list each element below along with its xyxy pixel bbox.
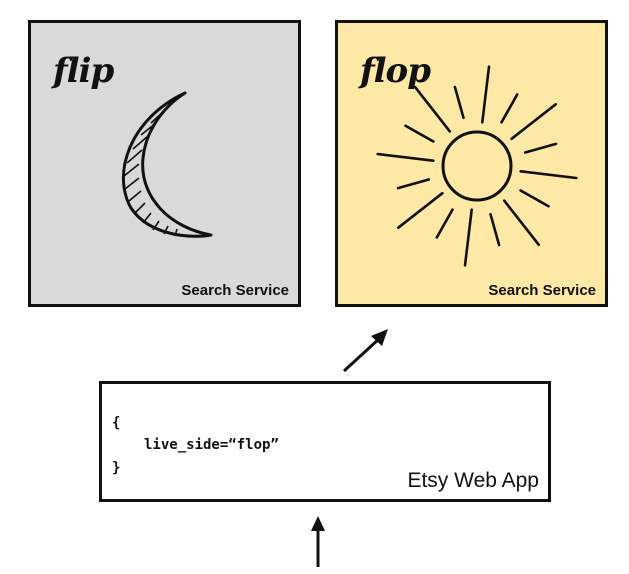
arrow-icon [342, 329, 388, 373]
sun-ray [453, 85, 465, 120]
arrow-icon [311, 516, 325, 567]
code-open-brace: { [112, 415, 121, 431]
sun-ray [376, 152, 435, 162]
sun-ray [502, 199, 540, 246]
flip-service-caption: Search Service [181, 282, 289, 299]
sun-ray [463, 208, 473, 267]
live-side-config: live_side=“flop” [144, 437, 279, 453]
flop-service-caption: Search Service [488, 282, 596, 299]
sun-ray [519, 170, 578, 180]
moon-icon [121, 91, 213, 238]
sun-ray [523, 142, 558, 154]
flip-label: flip [53, 51, 114, 91]
sun-ray [396, 191, 444, 229]
sun-ray [489, 212, 501, 247]
sun-ray [510, 103, 557, 141]
sun-ray [500, 93, 519, 124]
sun-ray [396, 178, 431, 190]
sun-ray [435, 208, 454, 239]
etsy-web-app-box: { live_side=“flop” } Etsy Web App [99, 381, 551, 502]
sun-ray [414, 86, 452, 133]
code-close-brace: } [112, 460, 121, 476]
flop-label: flop [360, 51, 431, 91]
sun-ray [519, 189, 550, 208]
sun-ray [404, 124, 435, 143]
sun-ray [481, 65, 491, 124]
flop-search-service-box: flop Search Service [335, 20, 608, 307]
sun-icon [376, 65, 578, 267]
web-app-label: Etsy Web App [407, 469, 539, 492]
flip-search-service-box: flip Search Service [28, 20, 301, 307]
